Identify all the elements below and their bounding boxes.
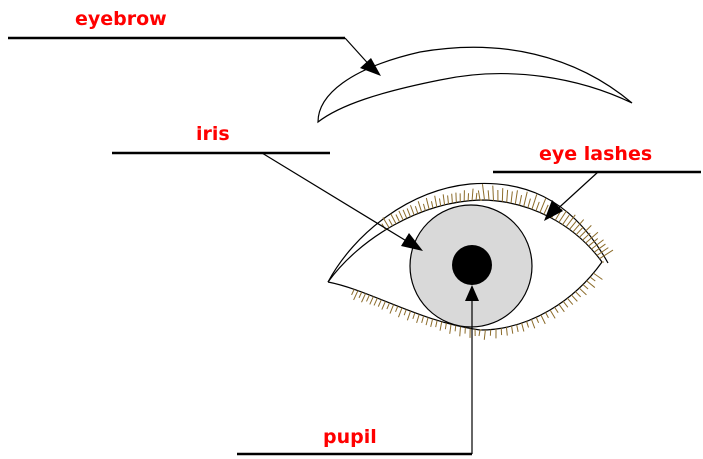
eyelash: [476, 193, 477, 200]
iris-label: iris: [196, 123, 230, 145]
eyelash: [436, 320, 437, 327]
iris-pointer-line: [262, 153, 413, 245]
eyelash: [370, 296, 374, 304]
eyelash: [431, 319, 433, 327]
eyelash: [528, 199, 531, 208]
eyelash: [586, 232, 598, 243]
eyelash: [566, 215, 575, 227]
eyelash: [506, 327, 507, 335]
eyelash: [431, 201, 433, 208]
eyelash: [536, 202, 539, 211]
eyelash: [507, 190, 508, 203]
eyelash: [583, 284, 588, 288]
eyelash: [527, 321, 529, 327]
eyelash: [482, 184, 484, 200]
eyelash: [448, 195, 449, 204]
eyelash: [587, 281, 595, 288]
eyelash: [399, 211, 403, 220]
eyelash: [522, 323, 524, 331]
eyelash: [593, 273, 602, 279]
eyelash: [354, 291, 358, 300]
eyelash: [532, 194, 537, 209]
eyelash: [479, 330, 480, 336]
eyelash: [398, 308, 402, 317]
eyelash: [439, 198, 440, 206]
eyelash: [382, 301, 386, 309]
eyelash: [520, 195, 522, 205]
eyelash: [404, 310, 406, 316]
eye-lashes-label: eye lashes: [539, 143, 652, 165]
eyelash: [417, 314, 420, 323]
eyelash: [511, 191, 512, 203]
eyelash: [445, 323, 446, 329]
eyelash: [569, 221, 576, 229]
eyelash: [418, 201, 421, 212]
eyelash: [555, 307, 559, 312]
eyebrow-shape: [318, 47, 632, 122]
eyelash: [472, 189, 473, 201]
eyelash: [366, 295, 369, 302]
eyelash: [450, 324, 451, 334]
eyelash: [460, 327, 461, 337]
eyelash: [591, 240, 603, 249]
eyelash: [440, 322, 442, 331]
eyelash: [443, 194, 444, 205]
eyelash: [531, 319, 534, 328]
eyelash: [455, 325, 456, 331]
eyelash: [536, 317, 538, 323]
eyelash: [559, 304, 564, 311]
eyelash: [579, 288, 586, 295]
eyelash: [374, 298, 377, 305]
eyelash: [563, 215, 570, 225]
eyelash: [396, 306, 398, 312]
eyelash: [493, 186, 494, 201]
eyelash: [546, 313, 549, 318]
eyelash: [352, 289, 355, 295]
eyelash: [583, 233, 591, 240]
eyebrow-arrowhead: [360, 58, 381, 76]
eyebrow-label: eyebrow: [75, 8, 167, 30]
eye-lashes-arrowhead: [544, 200, 563, 221]
eyelash: [540, 198, 546, 212]
eyelash: [387, 303, 390, 309]
eyelash: [378, 300, 381, 307]
eyelash: [576, 227, 583, 234]
eyelash: [362, 293, 366, 302]
eyelash: [407, 311, 410, 320]
eyelash: [396, 215, 400, 222]
eyelash: [423, 204, 425, 211]
eyelash: [452, 194, 453, 204]
eyelash: [426, 198, 429, 209]
eyelash: [571, 295, 577, 301]
eyelash: [567, 298, 572, 304]
eyelash: [415, 206, 418, 213]
eyelash: [563, 301, 568, 307]
pupil-label: pupil: [323, 426, 377, 448]
eyelash: [359, 292, 362, 298]
eyelash: [575, 292, 580, 297]
eyelash: [403, 210, 407, 219]
eyelash: [390, 305, 394, 314]
eyelash: [389, 219, 393, 226]
eyelash: [422, 316, 424, 323]
eyelash: [426, 317, 428, 325]
eyelash: [524, 192, 528, 207]
eyelash: [391, 214, 396, 224]
eyelash: [478, 190, 480, 200]
eyelash: [435, 196, 437, 207]
eyelash: [484, 330, 485, 340]
pupil-shape: [452, 245, 492, 285]
eyelash: [515, 190, 517, 204]
eyelash: [590, 277, 595, 281]
eyelash: [413, 313, 415, 319]
eyelash: [512, 326, 513, 334]
eyelash: [488, 190, 489, 200]
eyelash: [410, 205, 414, 215]
eyelash: [517, 325, 519, 332]
eyelash: [541, 315, 545, 324]
eyelash: [407, 208, 410, 216]
eyelash: [550, 310, 555, 318]
